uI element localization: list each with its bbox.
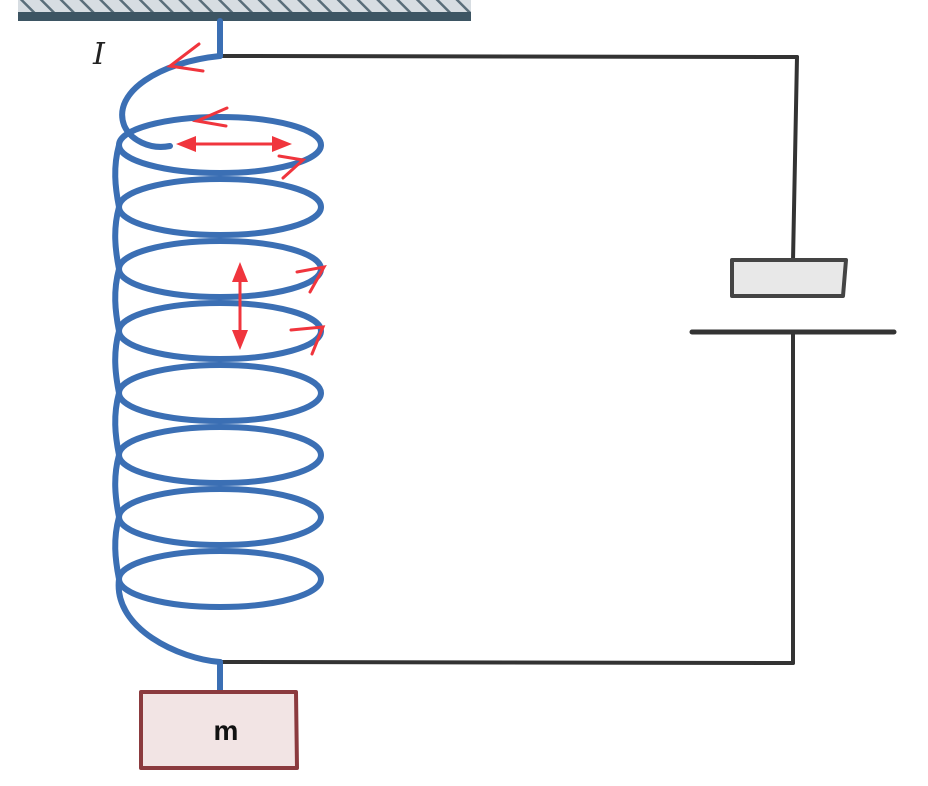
current-arrowhead-right-3 <box>289 325 326 356</box>
spring-turn <box>116 548 324 610</box>
spring-turn-link <box>112 514 122 582</box>
ceiling-bar <box>18 12 471 21</box>
current-label: I <box>92 37 106 72</box>
spring-coil <box>112 18 324 695</box>
current-arrowhead-right-1 <box>277 154 307 180</box>
circuit-wires <box>218 54 799 665</box>
spring-turn-link <box>112 142 122 210</box>
battery <box>689 258 897 335</box>
mass-block: m <box>139 690 299 770</box>
ceiling-support <box>18 0 471 21</box>
spring-turn <box>116 362 324 424</box>
spring-lead-out <box>115 576 223 665</box>
spring-turn <box>116 176 324 238</box>
horizontal-force-arrow <box>176 136 292 152</box>
spring-turn-link <box>112 452 122 520</box>
current-arrowhead-top <box>166 42 205 73</box>
current-arrowhead-left <box>191 106 229 128</box>
spring-turn-link <box>112 390 122 458</box>
mass-label: m <box>214 715 239 746</box>
spring-turn <box>116 238 324 300</box>
spring-turn-link <box>112 328 122 396</box>
current-direction-arrows <box>166 42 327 356</box>
spring-turn-link <box>112 266 122 334</box>
current-arrowhead-right-2 <box>295 264 327 294</box>
vertical-force-arrow <box>232 262 248 350</box>
spring-turn-link <box>112 204 122 272</box>
force-arrows <box>176 136 292 350</box>
battery-negative-plate <box>730 258 848 298</box>
spring-turn <box>116 486 324 548</box>
spring-lead-in <box>119 53 223 150</box>
spring-turn <box>116 424 324 486</box>
